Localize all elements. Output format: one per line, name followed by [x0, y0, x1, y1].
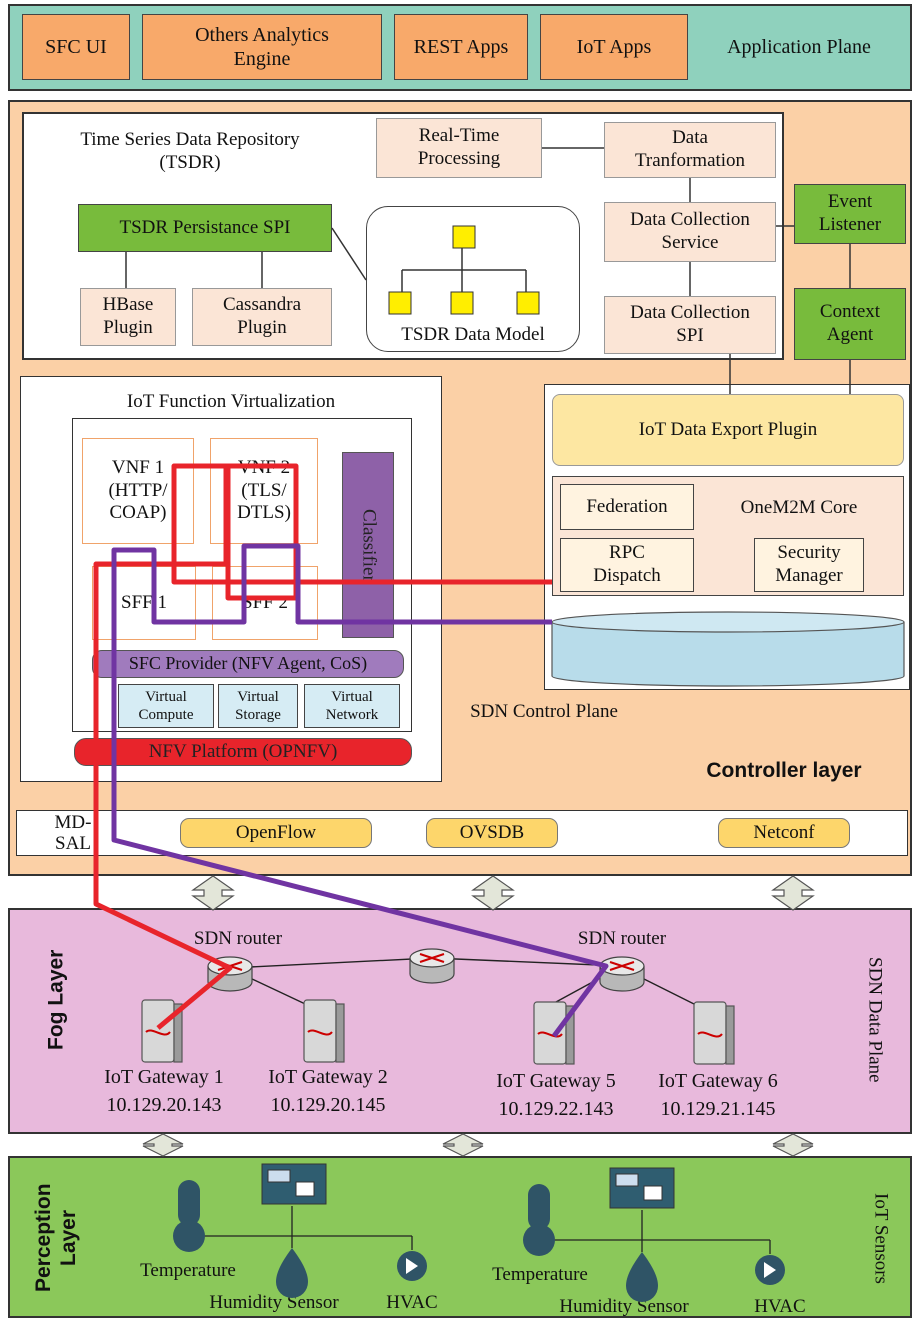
nfv-platform: NFV Platform (OPNFV) [74, 738, 412, 766]
mdsal-label: MD-SAL [54, 812, 92, 854]
data-collection-service: Data Collection Service [604, 202, 776, 262]
sdn-data-plane-label: SDN Data Plane [864, 957, 886, 1083]
application-plane-label: Application Plane [727, 36, 871, 58]
sdn-router-label-2: SDN router [577, 927, 667, 949]
security-manager-box: Security Manager [754, 538, 864, 592]
sdn-control-plane-label: SDN Control Plane [470, 700, 618, 722]
tsdr-data-model-label: TSDR Data Model [401, 323, 545, 345]
ovsdb-box: OVSDB [426, 818, 558, 848]
perception-layer-title: Perception Layer [31, 1183, 80, 1293]
sfc-provider: SFC Provider (NFV Agent, CoS) [92, 650, 404, 678]
tsdr-title: Time Series Data Repository (TSDR) [80, 129, 300, 173]
iot-gateway-6-name: IoT Gateway 6 [658, 1070, 778, 1092]
iot-sensors-label: IoT Sensors [870, 1192, 892, 1284]
federation-box: Federation [560, 484, 694, 530]
iot-gateway-2-name: IoT Gateway 2 [268, 1066, 388, 1088]
vnf2-box: VNF 2 (TLS/ DTLS) [210, 438, 318, 544]
netconf-box: Netconf [718, 818, 850, 848]
virtual-network: Virtual Network [304, 684, 400, 728]
app-rest-apps: REST Apps [394, 14, 528, 80]
controller-layer-title: Controller layer [706, 759, 862, 783]
iot-gateway-5-name: IoT Gateway 5 [496, 1070, 616, 1092]
onem2m-core-label: OneM2M Core [740, 496, 858, 518]
hvac-label-1: HVAC [386, 1291, 438, 1313]
perception-layer [8, 1156, 912, 1318]
cassandra-plugin: Cassandra Plugin [192, 288, 332, 346]
temperature-label-1: Temperature [140, 1259, 236, 1281]
rpc-dispatch-box: RPC Dispatch [560, 538, 694, 592]
humidity-label-1: Humidity Sensor [209, 1291, 339, 1313]
iot-gateway-1-name: IoT Gateway 1 [104, 1066, 224, 1088]
temperature-label-2: Temperature [492, 1263, 588, 1285]
data-collection-spi: Data Collection SPI [604, 296, 776, 354]
ifv-title: IoT Function Virtualization [126, 390, 336, 412]
data-transformation: Data Tranformation [604, 122, 776, 178]
virtual-storage: Virtual Storage [218, 684, 298, 728]
classifier-box: Classifier [342, 452, 394, 638]
fog-layer-title: Fog Layer [44, 949, 68, 1051]
iot-data-export-plugin: IoT Data Export Plugin [552, 394, 904, 466]
sff1-box: SFF 1 [92, 566, 196, 640]
app-analytics-engine: Others Analytics Engine [142, 14, 382, 80]
app-iot-apps: IoT Apps [540, 14, 688, 80]
arrows-controller-fog [191, 875, 815, 911]
virtual-compute: Virtual Compute [118, 684, 214, 728]
hbase-plugin: HBase Plugin [80, 288, 176, 346]
arrows-fog-perception [142, 1133, 814, 1157]
iot-gateway-2-ip: 10.129.20.145 [270, 1094, 386, 1116]
humidity-label-2: Humidity Sensor [559, 1295, 689, 1317]
iot-gateway-1-ip: 10.129.20.143 [106, 1094, 222, 1116]
context-agent: Context Agent [794, 288, 906, 360]
event-listener: Event Listener [794, 184, 906, 244]
sdn-router-label-1: SDN router [193, 927, 283, 949]
sff2-box: SFF 2 [212, 566, 318, 640]
real-time-processing: Real-Time Processing [376, 118, 542, 178]
vnf1-box: VNF 1 (HTTP/ COAP) [82, 438, 194, 544]
hvac-label-2: HVAC [754, 1295, 806, 1317]
tsdr-persistence-spi: TSDR Persistance SPI [78, 204, 332, 252]
app-sfc-ui: SFC UI [22, 14, 130, 80]
openflow-box: OpenFlow [180, 818, 372, 848]
iot-gateway-5-ip: 10.129.22.143 [498, 1098, 614, 1120]
iot-gateway-6-ip: 10.129.21.145 [660, 1098, 776, 1120]
